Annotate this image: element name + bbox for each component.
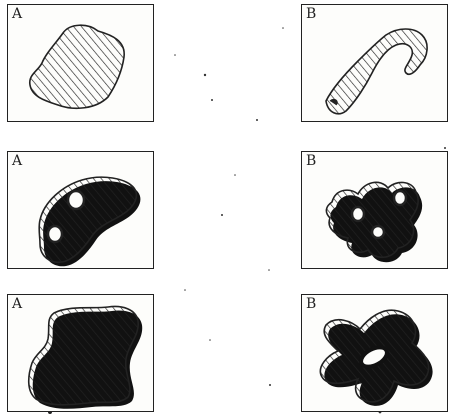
blob-shape <box>30 25 124 108</box>
hole <box>68 191 84 209</box>
cross-blob-figure <box>302 295 449 413</box>
plain-blob-figure <box>8 5 155 123</box>
panel-label: A <box>12 154 22 168</box>
panel-label: B <box>306 297 316 311</box>
panel-a-top: A <box>7 4 154 122</box>
hole <box>48 226 62 242</box>
panel-label: B <box>306 154 316 168</box>
panel-label: A <box>12 297 22 311</box>
blob-shape <box>29 307 139 405</box>
panel-a-middle: A <box>7 151 154 269</box>
hole <box>394 191 406 205</box>
lobed-blob-figure <box>302 152 449 270</box>
hole <box>372 226 384 238</box>
panel-b-middle: B <box>301 151 448 269</box>
panel-label: A <box>12 7 22 21</box>
hook-blob-figure <box>302 5 449 123</box>
hook-shape <box>326 29 427 114</box>
panel-b-top: B <box>301 4 448 122</box>
blob-with-two-holes-figure <box>8 152 155 270</box>
hole <box>352 207 364 221</box>
panel-a-bottom: A <box>7 294 154 412</box>
boot-blob-figure <box>8 295 155 413</box>
panel-b-bottom: B <box>301 294 448 412</box>
panel-label: B <box>306 7 316 21</box>
